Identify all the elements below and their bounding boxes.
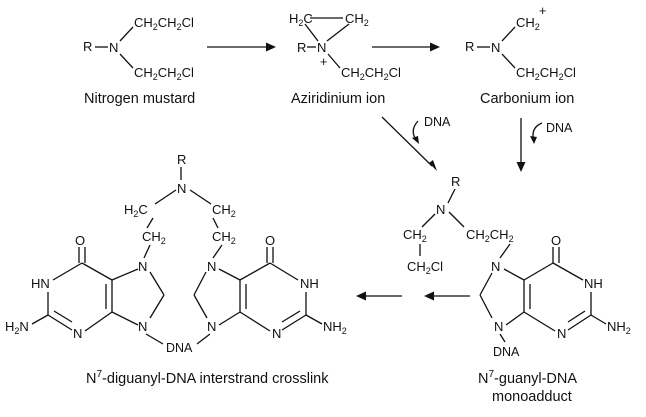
caption-crosslink: N7-diguanyl-DNA interstrand crosslink <box>86 369 329 387</box>
group-ch2cl-mono: CH2Cl <box>407 259 443 276</box>
dna-attach-crosslink: DNA <box>166 341 193 355</box>
atom-o-right: O <box>265 233 275 248</box>
atom-n3-right: N <box>272 326 281 341</box>
atom-n-plus: N <box>317 40 326 55</box>
arrow-carbonium-to-monoadduct: DNA <box>516 118 573 172</box>
dna-label-1: DNA <box>424 115 451 129</box>
atom-r-2: R <box>297 40 306 55</box>
atom-n7-right: N <box>207 259 216 274</box>
dna-attach-mono: DNA <box>493 345 520 359</box>
atom-n3-mono: N <box>557 326 566 341</box>
atom-n-3: N <box>491 40 500 55</box>
atom-o-mono: O <box>551 233 561 248</box>
atom-hn-left: HN <box>31 276 50 291</box>
atom-r-5: R <box>177 152 186 167</box>
nitrogen-mustard-structure: R N CH2CH2Cl CH2CH2Cl <box>83 15 194 82</box>
atom-r-3: R <box>465 39 474 54</box>
caption-carbonium-ion: Carbonium ion <box>480 91 574 107</box>
arrow-monoadduct-to-crosslink-2 <box>356 291 402 301</box>
group-ch2cl-aziridinium: CH2CH2Cl <box>341 65 401 82</box>
group-ch2-mono-left: CH2 <box>403 227 427 244</box>
group-ch2-ring: CH2 <box>345 11 369 28</box>
group-ch2-right-top: CH2 <box>212 202 236 219</box>
atom-n: N <box>109 40 118 55</box>
atom-n-5: N <box>177 181 186 196</box>
atom-n3-left: N <box>73 326 82 341</box>
group-ch2cl-top: CH2CH2Cl <box>134 15 194 32</box>
group-ch2-plus: CH2 <box>516 15 540 32</box>
arrow-aziridinium-to-monoadduct: DNA <box>381 115 451 171</box>
group-ch2cl-bottom: CH2CH2Cl <box>134 65 194 82</box>
atom-nh-mono: NH <box>584 276 603 291</box>
arrow-monoadduct-to-crosslink-1 <box>424 291 470 301</box>
group-ch2ch2-mono: CH2CH2 <box>466 227 514 244</box>
group-h2c: H2C <box>289 11 313 28</box>
atom-h2n-left: H2N <box>5 319 29 336</box>
atom-nh-right: NH <box>300 276 319 291</box>
caption-nitrogen-mustard: Nitrogen mustard <box>84 91 195 107</box>
atom-nh2-right: NH2 <box>323 319 347 336</box>
atom-n9-mono: N <box>494 319 503 334</box>
caption-monoadduct-line1: N7-guanyl-DNA <box>478 369 577 387</box>
charge-plus-aziridinium: + <box>320 55 327 69</box>
group-h2c-left: H2C <box>124 202 148 219</box>
carbonium-ion-structure: R N CH2 + CH2CH2Cl <box>465 4 576 82</box>
group-ch2-right-mid: CH2 <box>212 229 236 246</box>
atom-nh2-mono: NH2 <box>607 319 631 336</box>
atom-o-left: O <box>75 233 85 248</box>
charge-plus-carbonium: + <box>539 4 546 18</box>
atom-r: R <box>83 39 92 54</box>
atom-n9-right: N <box>207 319 216 334</box>
atom-n-4: N <box>436 202 445 217</box>
atom-n9-left: N <box>138 319 147 334</box>
arrow-mustard-to-aziridinium <box>207 42 276 52</box>
dna-label-2: DNA <box>546 121 573 135</box>
atom-n7-mono: N <box>491 259 500 274</box>
crosslink-structure: R N H2C CH2 CH2 CH2 N N O HN H2N N <box>5 152 347 355</box>
group-ch2cl-carbonium: CH2CH2Cl <box>516 65 576 82</box>
atom-r-4: R <box>451 174 460 189</box>
monoadduct-structure: R N CH2 CH2Cl CH2CH2 N N DNA O NH NH2 N <box>403 174 631 359</box>
atom-n7-left: N <box>138 259 147 274</box>
caption-aziridinium-ion: Aziridinium ion <box>291 91 385 107</box>
group-ch2-left-mid: CH2 <box>142 229 166 246</box>
arrow-aziridinium-to-carbonium <box>372 42 440 52</box>
caption-monoadduct-line2: monoadduct <box>492 389 572 405</box>
